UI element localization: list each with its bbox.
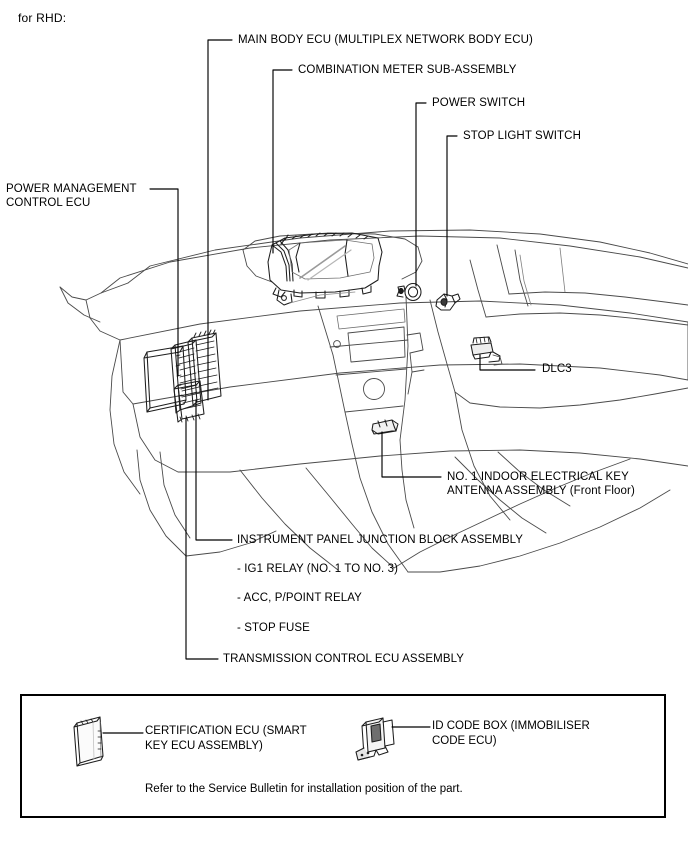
callout-indoor-key-antenna-line2: ANTENNA ASSEMBLY (Front Floor) xyxy=(447,485,635,497)
callout-power-switch: POWER SWITCH xyxy=(432,97,526,109)
certification-ecu-icon xyxy=(73,716,104,767)
callout-ig1-relay: - IG1 RELAY (NO. 1 TO NO. 3) xyxy=(237,563,399,575)
rhd-note: for RHD: xyxy=(18,11,67,25)
legend-certification-ecu-line1: CERTIFICATION ECU (SMART xyxy=(145,725,307,737)
legend-box xyxy=(20,694,666,818)
callout-acc-ppoint-relay: - ACC, P/POINT RELAY xyxy=(237,592,362,604)
legend-id-code-box-line2: CODE ECU) xyxy=(432,735,497,747)
callout-main-body-ecu: MAIN BODY ECU (MULTIPLEX NETWORK BODY EC… xyxy=(238,34,533,46)
callout-stop-light-switch: STOP LIGHT SWITCH xyxy=(463,130,581,142)
id-code-box-icon xyxy=(355,717,395,761)
callout-instrument-panel-junction-block: INSTRUMENT PANEL JUNCTION BLOCK ASSEMBLY xyxy=(237,534,524,546)
callout-indoor-key-antenna-line1: NO. 1 INDOOR ELECTRICAL KEY xyxy=(447,471,629,483)
callout-power-management-control-ecu-line1: POWER MANAGEMENT xyxy=(6,183,137,195)
legend-certification-ecu-line2: KEY ECU ASSEMBLY) xyxy=(145,740,263,752)
callout-dlc3: DLC3 xyxy=(542,363,572,375)
callout-transmission-control-ecu: TRANSMISSION CONTROL ECU ASSEMBLY xyxy=(223,653,465,665)
legend-service-bulletin-note: Refer to the Service Bulletin for instal… xyxy=(145,783,463,795)
callout-combination-meter: COMBINATION METER SUB-ASSEMBLY xyxy=(298,64,517,76)
legend-id-code-box-line1: ID CODE BOX (IMMOBILISER xyxy=(432,720,590,732)
callout-stop-fuse: - STOP FUSE xyxy=(237,622,310,634)
callout-power-management-control-ecu-line2: CONTROL ECU xyxy=(6,197,91,209)
